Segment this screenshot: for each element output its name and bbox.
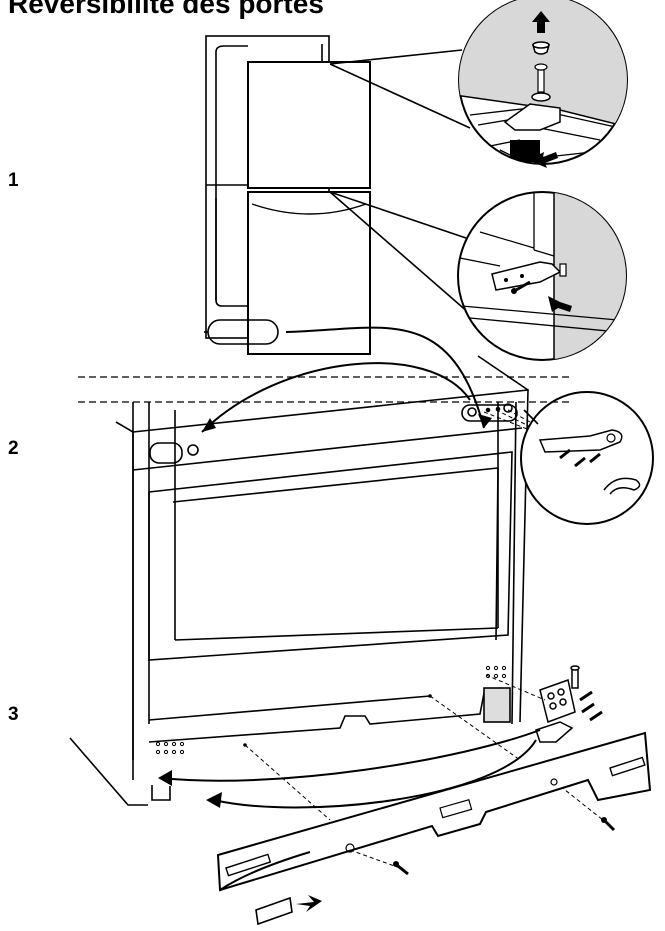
hinge-icon [538,429,623,453]
zoom-hinge-part [520,391,654,525]
bottom-hinge-assembly [535,665,603,743]
pull-arrow-icon [528,152,558,168]
zoom-middle-hinge [457,191,627,361]
zoom-top-hinge [458,0,628,168]
arrow-head-icon [158,770,172,786]
kick-plate [216,731,652,892]
door-step2 [115,319,529,760]
arrow-head-icon [478,414,492,428]
up-arrow-icon [532,11,550,33]
screw-icon [393,861,409,876]
pull-arrow-icon [548,296,572,312]
screw-icon [579,690,603,722]
screw-icon [511,280,531,294]
transfer-arrows-step3 [159,729,541,809]
zoom-leaders-step1 [329,49,501,341]
step-number-1: 1 [8,170,19,191]
step-number-3: 3 [8,704,19,725]
lower-door [247,191,371,355]
arrow-head-icon [206,792,222,808]
door-bottom-step3 [69,401,517,806]
pull-arrow-icon [296,895,322,912]
transfer-arrows-step2 [201,326,485,433]
kick-plate-insert [255,896,293,926]
screw-icon [559,448,601,468]
step-number-2: 2 [8,438,19,459]
screw-icon [601,817,616,832]
upper-door [247,61,371,189]
arrow-head-icon [202,418,216,432]
page-title: Reversibilité des portes [8,0,324,19]
break-lines [78,376,572,403]
